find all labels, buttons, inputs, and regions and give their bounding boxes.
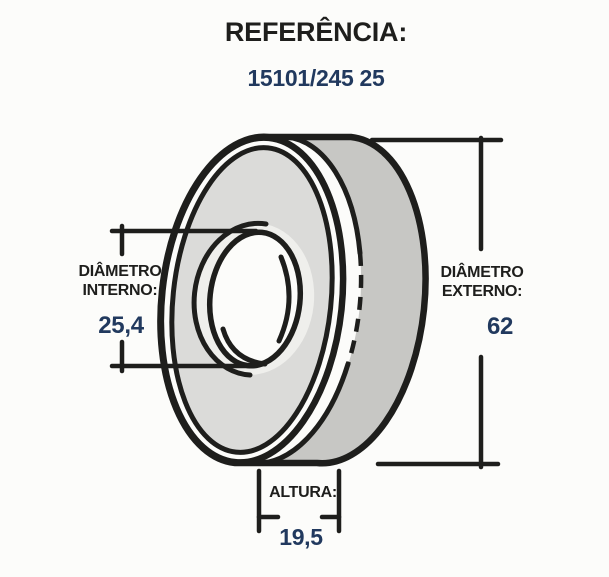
bore-inner-wall-bottom-arc [220, 326, 268, 367]
bearing-silhouette-outline [157, 133, 429, 467]
inner-diameter-dimension: DIÂMETRO INTERNO: 25,4 [79, 223, 259, 374]
height-label: ALTURA: [269, 484, 337, 501]
page-title: REFERÊNCIA: [225, 16, 407, 47]
bore-inner-wall-right-arc [276, 254, 292, 344]
outer-diameter-label-line1: DIÂMETRO [441, 262, 524, 281]
side-band-top-arc [284, 134, 363, 256]
reference-code: 15101/245 25 [247, 65, 385, 91]
hidden-edge-dashed-arc [345, 252, 364, 365]
bearing-illustration [157, 133, 429, 467]
inner-diameter-value: 25,4 [98, 312, 144, 339]
outer-diameter-dimension: DIÂMETRO EXTERNO: 62 [369, 135, 524, 470]
side-band-bottom-arc [250, 361, 351, 466]
height-dimension: ALTURA: 19,5 [256, 468, 342, 550]
outer-diameter-label-line2: EXTERNO: [442, 283, 522, 300]
inner-diameter-label-line2: INTERNO: [83, 282, 158, 299]
inner-diameter-label-line1: DIÂMETRO [79, 261, 162, 280]
outer-diameter-value: 62 [487, 313, 513, 340]
height-value: 19,5 [279, 524, 323, 550]
